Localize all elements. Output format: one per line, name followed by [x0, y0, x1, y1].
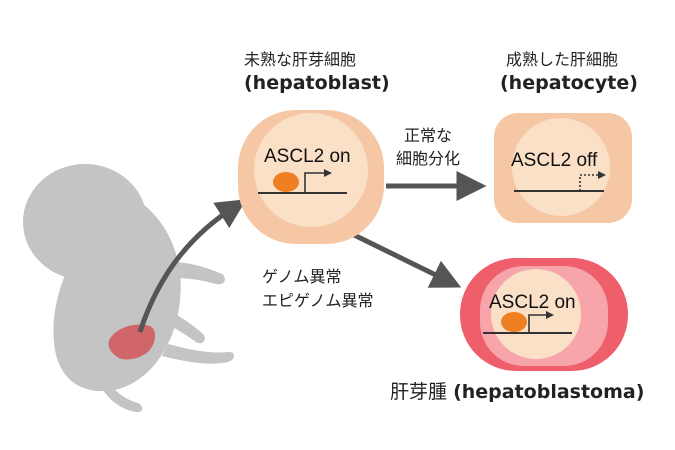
normal-path-label-line2: 細胞分化: [396, 149, 461, 168]
normal-path-label-line1: 正常な: [404, 126, 453, 145]
abnormal-path-label-line2: エピゲノム異常: [262, 291, 374, 310]
hepatoblast-gene-label: ASCL2 on: [264, 146, 351, 167]
mature-cell-ja-label: 成熟した肝細胞: [506, 50, 619, 69]
immature-cell-en-label: (hepatoblast): [244, 72, 390, 94]
hepatoblastoma-promoter-arrow-icon: [528, 311, 554, 333]
abnormal-path-arrow: [346, 229, 462, 288]
mature-cell-en-label: (hepatocyte): [500, 72, 638, 94]
liver-icon: [108, 324, 156, 360]
hepatocyte-promoter-arrow-icon: [579, 171, 606, 191]
tumor-ja-label: 肝芽腫: [390, 381, 448, 403]
tumor-en-label: (hepatoblastoma): [453, 381, 645, 403]
tumor-label: 肝芽腫 (hepatoblastoma): [390, 377, 644, 404]
hepatoblast-cell: [238, 110, 384, 244]
hepatoblastoma-gene-label: ASCL2 on: [489, 292, 576, 313]
hepatoblast-gene-marker: [273, 172, 299, 192]
hepatoblastoma-gene-marker: [501, 312, 527, 332]
hepatocyte-cell: [494, 113, 632, 223]
embryo-illustration: [23, 164, 234, 413]
hepatoblastoma-cell: [460, 258, 628, 371]
hepatocyte-gene-label: ASCL2 off: [511, 150, 598, 171]
embryo-to-hepatoblast-arrow: [137, 199, 247, 333]
hepatoblast-promoter-arrow-icon: [304, 169, 332, 193]
abnormal-path-label-line1: ゲノム異常: [262, 267, 342, 286]
immature-cell-ja-label: 未熟な肝芽細胞: [244, 50, 357, 69]
